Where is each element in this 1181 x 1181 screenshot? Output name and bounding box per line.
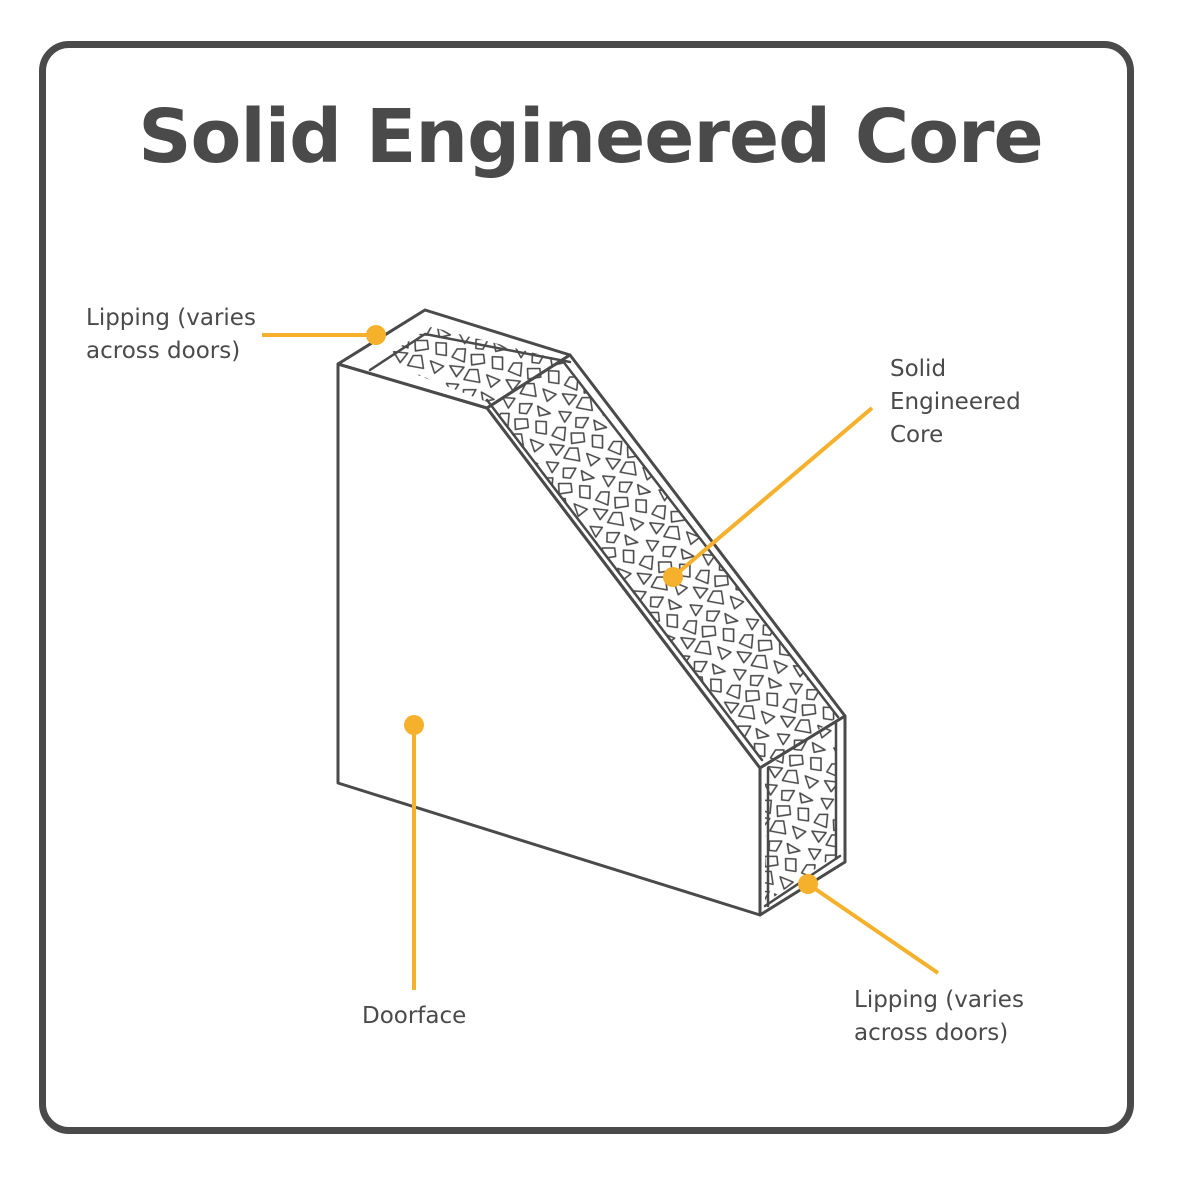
label-doorface: Doorface	[362, 1003, 467, 1029]
label-lipping-bottom: Lipping (varies across doors)	[854, 987, 1024, 1046]
diagram-frame	[39, 41, 1134, 1134]
callout-line-solid-core	[671, 406, 874, 579]
core-lining-right	[560, 358, 840, 719]
lipping-line-top	[368, 332, 572, 372]
diagram-title: Solid Engineered Core	[138, 94, 1043, 180]
callout-dot-solid-core	[663, 567, 683, 587]
label-solid-engineered-core: Solid Engineered Core	[890, 356, 1021, 448]
callouts	[262, 325, 940, 990]
callout-line-lipping-bottom	[806, 882, 940, 975]
callout-dot-lipping-top	[366, 325, 386, 345]
callout-dot-doorface	[404, 715, 424, 735]
label-lipping-top: Lipping (varies across doors)	[86, 305, 256, 364]
core-lining-left	[485, 398, 764, 762]
callout-dot-lipping-bottom	[798, 874, 818, 894]
